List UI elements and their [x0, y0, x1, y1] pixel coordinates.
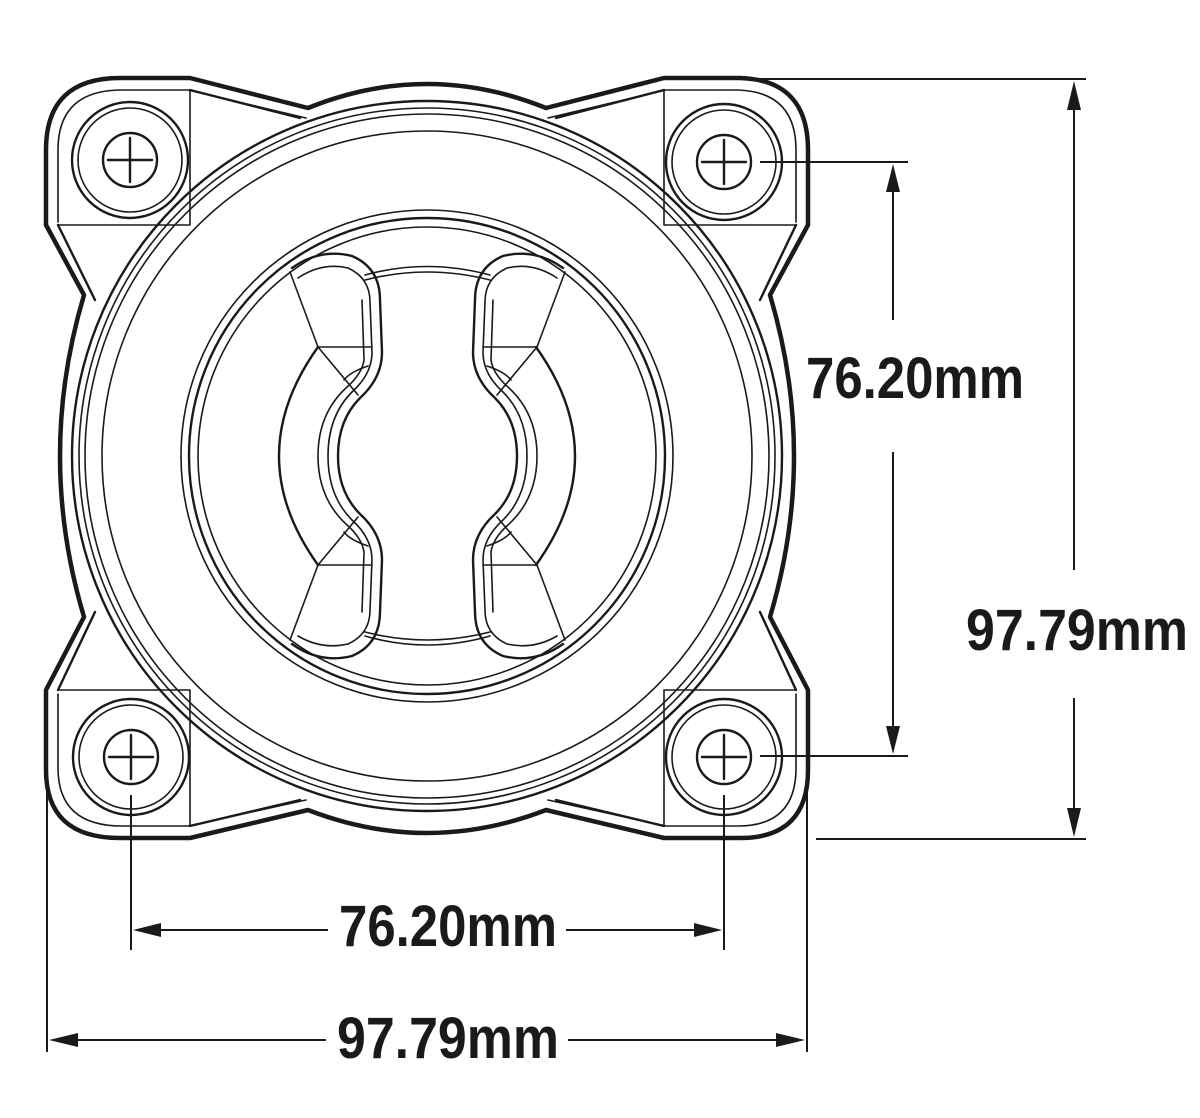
dim-overall-width: 97.79mm — [46, 790, 808, 1071]
mounting-hole-top-left — [70, 100, 190, 220]
dim-label-overall-height: 97.79mm — [966, 598, 1188, 663]
knob-right-grip — [471, 252, 566, 660]
dim-hole-spacing-horizontal: 76.20mm — [130, 795, 725, 959]
flange-body — [43, 75, 811, 841]
dim-hole-spacing-vertical: 76.20mm — [760, 161, 1024, 757]
dim-label-hole-spacing-vertical: 76.20mm — [806, 346, 1024, 411]
knob-left-grip — [289, 252, 384, 660]
dim-overall-height: 97.79mm — [760, 78, 1188, 840]
center-knob — [277, 252, 577, 660]
dim-label-hole-spacing-horizontal: 76.20mm — [339, 894, 557, 959]
dim-label-overall-width: 97.79mm — [337, 1006, 559, 1071]
inner-rings — [180, 209, 674, 703]
outer-rings — [70, 99, 784, 813]
